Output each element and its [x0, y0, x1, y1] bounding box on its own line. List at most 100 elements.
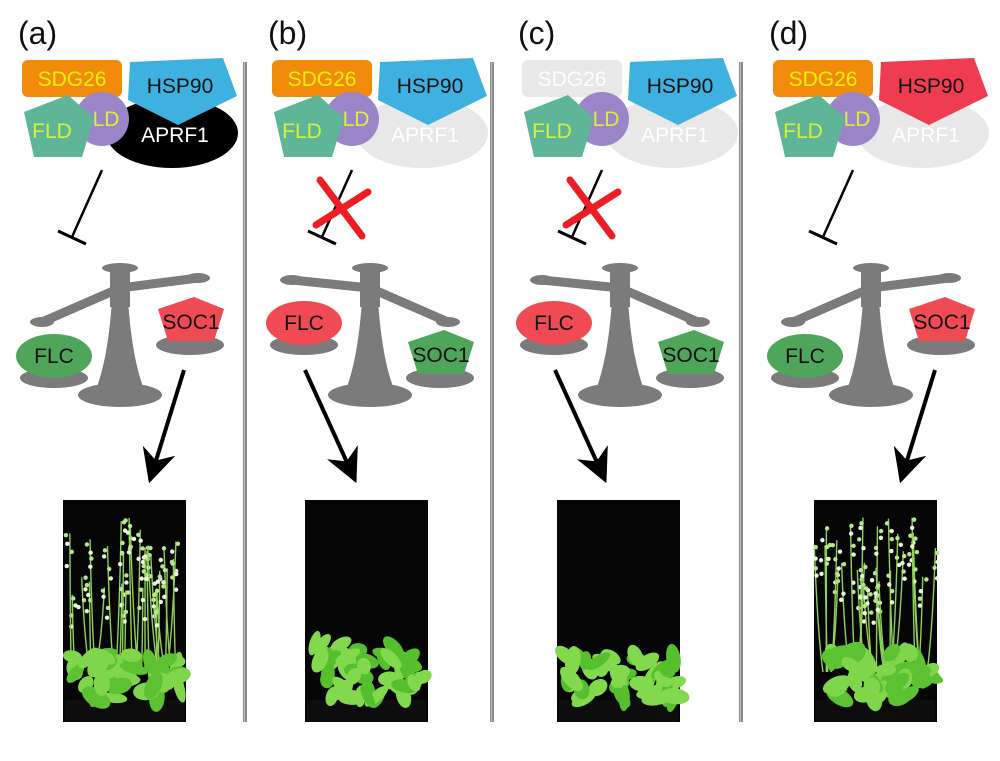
flower-bud — [919, 589, 923, 593]
hsp90-label: HSP90 — [647, 75, 714, 98]
flower-bud — [918, 597, 922, 601]
flower-bud — [152, 593, 156, 597]
soc1-label: SOC1 — [662, 344, 719, 367]
flower-bud — [106, 606, 110, 610]
flower-bud — [897, 563, 901, 567]
hsp90-label: HSP90 — [147, 75, 214, 98]
flower-bud — [65, 542, 69, 546]
flower-bud — [88, 550, 92, 554]
ld-label: LD — [93, 108, 120, 131]
flower-bud — [142, 564, 146, 568]
flower-bud — [859, 568, 863, 572]
panel-label: (d) — [769, 15, 808, 51]
flower-bud — [136, 557, 140, 561]
flower-bud — [139, 587, 143, 591]
flower-bud — [158, 574, 162, 578]
panel-label: (b) — [268, 15, 307, 51]
flower-bud — [826, 557, 830, 561]
flower-bud — [910, 544, 914, 548]
flower-bud — [825, 545, 829, 549]
inhibition-bar — [558, 231, 586, 244]
flower-bud — [819, 558, 823, 562]
flower-bud — [902, 577, 906, 581]
flower-bud — [109, 576, 113, 580]
flower-bud — [863, 611, 867, 615]
aprf1-label: APRF1 — [391, 124, 459, 147]
flower-bud — [913, 567, 917, 571]
flower-bud — [83, 575, 87, 579]
flower-bud — [859, 521, 863, 525]
flower-bud — [170, 549, 174, 553]
flower-bud — [868, 592, 872, 596]
scale-pillar — [595, 300, 645, 392]
flower-bud — [886, 574, 890, 578]
flower-bud — [159, 600, 163, 604]
flower-bud — [153, 581, 157, 585]
flower-bud — [862, 604, 866, 608]
flower-bud — [126, 590, 130, 594]
flower-bud — [907, 552, 911, 556]
flower-bud — [851, 544, 855, 548]
flower-bud — [910, 526, 914, 530]
flower-bud — [825, 526, 829, 530]
flower-bud — [873, 599, 877, 603]
flower-bud — [83, 587, 87, 591]
aprf1-label: APRF1 — [141, 124, 209, 147]
scale-top — [602, 263, 638, 273]
flower-bud — [160, 564, 164, 568]
flower-bud — [935, 551, 939, 555]
flower-bud — [124, 610, 128, 614]
flower-bud — [120, 541, 124, 545]
flower-bud — [915, 550, 919, 554]
flc-label: FLC — [34, 345, 74, 368]
flower-bud — [162, 546, 166, 550]
flower-bud — [139, 576, 143, 580]
promotion-arrow — [150, 370, 184, 480]
flower-bud — [86, 593, 90, 597]
sdg26-label: SDG26 — [288, 68, 357, 91]
flower-bud — [838, 550, 842, 554]
flower-bud — [118, 562, 122, 566]
flower-bud — [839, 598, 843, 602]
flower-bud — [874, 546, 878, 550]
flower-bud — [833, 557, 837, 561]
ld-label: LD — [593, 108, 620, 131]
flower-bud — [837, 566, 841, 570]
flower-bud — [879, 536, 883, 540]
flower-bud — [161, 584, 165, 588]
flower-bud — [895, 556, 899, 560]
flower-bud — [88, 565, 92, 569]
flower-bud — [814, 566, 818, 570]
panel-label: (c) — [518, 15, 555, 51]
flower-bud — [102, 554, 106, 558]
flower-bud — [879, 529, 883, 533]
flower-bud — [849, 531, 853, 535]
flower-bud — [935, 576, 939, 580]
flower-bud — [851, 552, 855, 556]
flower-bud — [143, 554, 147, 558]
flower-bud — [128, 546, 132, 550]
flower-bud — [138, 538, 142, 542]
panel-divider-highlight — [244, 62, 245, 722]
flower-bud — [813, 556, 817, 560]
flower-bud — [127, 550, 131, 554]
ld-label: LD — [343, 108, 370, 131]
pot — [65, 700, 184, 722]
scale-pillar — [345, 300, 395, 392]
soc1-label: SOC1 — [412, 344, 469, 367]
flower-bud — [924, 577, 928, 581]
flower-bud — [890, 600, 894, 604]
beam-end-left — [530, 275, 554, 285]
flower-bud — [101, 595, 105, 599]
flower-bud — [148, 546, 152, 550]
aprf1-label: APRF1 — [892, 124, 960, 147]
flower-bud — [124, 580, 128, 584]
flower-bud — [103, 548, 107, 552]
scale-pillar — [846, 300, 896, 392]
flower-bud — [142, 569, 146, 573]
flower-bud — [132, 537, 136, 541]
flc-label: FLC — [785, 345, 825, 368]
scale-pillar — [95, 300, 145, 392]
